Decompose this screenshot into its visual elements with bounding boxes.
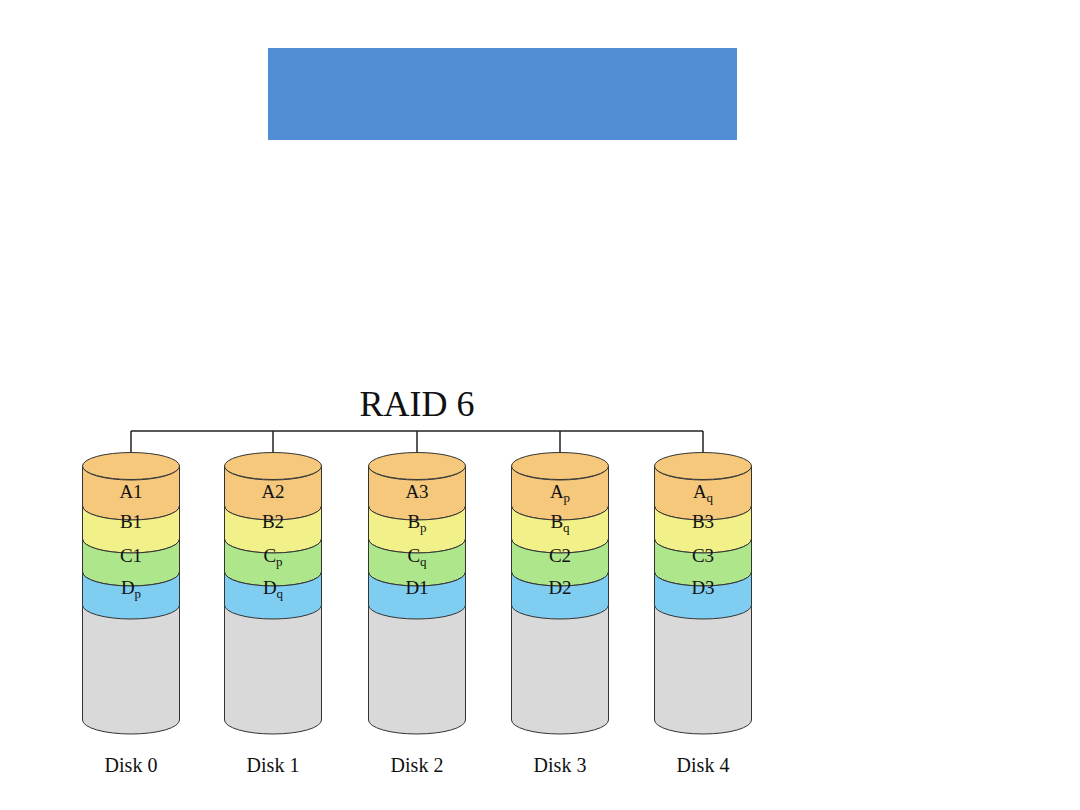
disk: Disk 1A2B2CpDq xyxy=(224,452,322,752)
block-label: D3 xyxy=(691,577,714,599)
disk-top xyxy=(225,453,322,480)
cylinder-body xyxy=(655,453,752,735)
disk-top xyxy=(83,453,180,480)
stripe-block: A1 xyxy=(82,478,180,506)
cylinder-body xyxy=(83,453,180,735)
disk-top xyxy=(512,453,609,480)
disk-label: Disk 2 xyxy=(337,752,497,778)
cylinder-body xyxy=(225,453,322,735)
stripe-block: Ap xyxy=(511,478,609,506)
disk-body xyxy=(369,605,466,734)
cylinder-body xyxy=(512,453,609,735)
block-label: D2 xyxy=(548,577,571,599)
stripe-block: Dp xyxy=(82,574,180,602)
cylinder-body xyxy=(369,453,466,735)
stripe-block: D2 xyxy=(511,574,609,602)
block-label: Bq xyxy=(550,511,569,533)
stripe-block: Bq xyxy=(511,508,609,536)
block-label: D1 xyxy=(405,577,428,599)
diagram-title: RAID 6 xyxy=(267,382,567,426)
stripe-block: Cp xyxy=(224,542,322,570)
disk-label: Disk 4 xyxy=(623,752,783,778)
block-label: A3 xyxy=(405,481,428,503)
block-label: Cp xyxy=(263,545,282,567)
stripe-band xyxy=(83,572,180,619)
disk: Disk 3ApBqC2D2 xyxy=(511,452,609,752)
stripe-block: A2 xyxy=(224,478,322,506)
stripe-block: D3 xyxy=(654,574,752,602)
disk: Disk 2A3BpCqD1 xyxy=(368,452,466,752)
disk-body xyxy=(512,605,609,734)
block-label: Ap xyxy=(550,481,570,503)
stripe-block: C3 xyxy=(654,542,752,570)
block-label: Cq xyxy=(407,545,426,567)
block-label: C1 xyxy=(120,545,142,567)
stripe-block: Dq xyxy=(224,574,322,602)
block-label: Dq xyxy=(263,577,283,599)
stripe-block: A3 xyxy=(368,478,466,506)
block-label: C3 xyxy=(692,545,714,567)
stripe-block: Bp xyxy=(368,508,466,536)
block-label: B3 xyxy=(692,511,714,533)
stripe-block: C2 xyxy=(511,542,609,570)
disk-label: Disk 0 xyxy=(51,752,211,778)
stripe-block: B3 xyxy=(654,508,752,536)
disk-top xyxy=(655,453,752,480)
stripe-band xyxy=(225,572,322,619)
stripe-band xyxy=(369,572,466,619)
block-label: B1 xyxy=(120,511,142,533)
block-label: Dp xyxy=(121,577,141,599)
stripe-block: B2 xyxy=(224,508,322,536)
block-label: B2 xyxy=(262,511,284,533)
array-bracket xyxy=(131,431,703,452)
disk-body xyxy=(655,605,752,734)
blue-banner xyxy=(268,48,737,140)
stripe-block: Aq xyxy=(654,478,752,506)
block-label: C2 xyxy=(549,545,571,567)
disk: Disk 4AqB3C3D3 xyxy=(654,452,752,752)
stripe-block: D1 xyxy=(368,574,466,602)
disk-body xyxy=(225,605,322,734)
stripe-block: Cq xyxy=(368,542,466,570)
disk-body xyxy=(83,605,180,734)
disk-label: Disk 3 xyxy=(480,752,640,778)
disk-top xyxy=(369,453,466,480)
stripe-block: C1 xyxy=(82,542,180,570)
disk-label: Disk 1 xyxy=(193,752,353,778)
block-label: Aq xyxy=(693,481,713,503)
block-label: A1 xyxy=(119,481,142,503)
stripe-band xyxy=(655,572,752,619)
stripe-band xyxy=(512,572,609,619)
block-label: A2 xyxy=(261,481,284,503)
disk: Disk 0A1B1C1Dp xyxy=(82,452,180,752)
stripe-block: B1 xyxy=(82,508,180,536)
block-label: Bp xyxy=(407,511,426,533)
